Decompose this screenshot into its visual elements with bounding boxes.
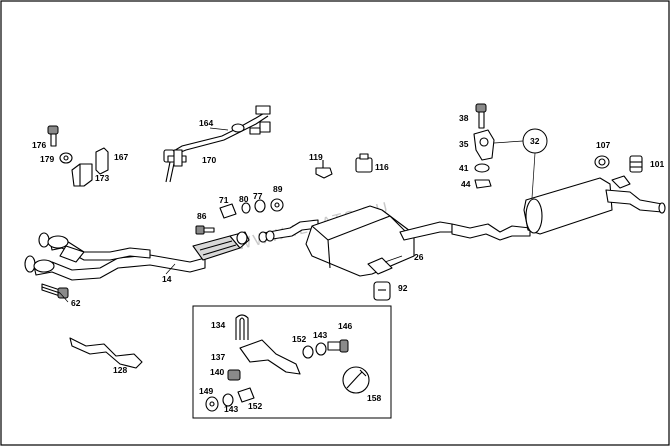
washer-152[interactable] [302, 345, 314, 359]
callout-152a: 152 [292, 334, 306, 344]
callout-62: 62 [71, 298, 81, 308]
rubber-mount-119[interactable] [315, 160, 333, 179]
nut-44[interactable] [474, 179, 492, 189]
clamp-bracket-137[interactable] [239, 339, 301, 375]
bolt-38[interactable] [475, 103, 487, 129]
callout-167: 167 [114, 152, 128, 162]
rubber-mount-116[interactable] [355, 153, 373, 173]
callout-92: 92 [398, 283, 408, 293]
callout-179: 179 [40, 154, 54, 164]
manifold-bolt[interactable] [41, 283, 69, 299]
leader-lines [59, 127, 536, 303]
oxygen-sensor[interactable] [163, 105, 271, 183]
catalytic-converter[interactable] [192, 231, 250, 261]
nut-89[interactable] [270, 198, 284, 212]
callout-32: 32 [530, 136, 540, 146]
washer-149[interactable] [205, 396, 219, 412]
callout-71: 71 [219, 195, 229, 205]
callout-170: 170 [202, 155, 216, 165]
washer-41[interactable] [474, 163, 490, 173]
callout-107: 107 [596, 140, 610, 150]
hanger-35[interactable] [473, 129, 495, 161]
washer-179[interactable] [59, 152, 73, 164]
callout-35: 35 [459, 139, 469, 149]
callout-14: 14 [162, 274, 172, 284]
front-silencer[interactable] [305, 205, 453, 277]
callout-38: 38 [459, 113, 469, 123]
washer-80[interactable] [241, 202, 251, 214]
callout-86: 86 [197, 211, 207, 221]
hardware-inset-box [192, 305, 392, 419]
mounting-bracket[interactable] [71, 147, 109, 187]
rear-silencer[interactable] [451, 175, 666, 241]
callout-128: 128 [113, 365, 127, 375]
callout-labels: 14 26 32 35 38 41 44 62 71 77 80 86 89 9… [32, 113, 664, 414]
rubber-block-92[interactable] [373, 281, 391, 301]
callout-176: 176 [32, 140, 46, 150]
callout-80: 80 [239, 194, 249, 204]
u-bolt-134[interactable] [235, 314, 249, 340]
nut-143-b[interactable] [315, 342, 327, 356]
bolt-176[interactable] [47, 125, 59, 147]
intermediate-pipe[interactable] [258, 219, 319, 243]
callout-119: 119 [309, 152, 323, 162]
callout-152b: 152 [248, 401, 262, 411]
heat-shield-128[interactable] [69, 337, 143, 369]
callout-41: 41 [459, 163, 469, 173]
callout-44: 44 [461, 179, 471, 189]
bolt-146[interactable] [327, 339, 349, 353]
callout-173: 173 [95, 173, 109, 183]
callout-89: 89 [273, 184, 283, 194]
clamp-71[interactable] [219, 203, 237, 219]
nut-140[interactable] [227, 369, 241, 381]
callout-26: 26 [414, 252, 424, 262]
callout-149: 149 [199, 386, 213, 396]
ring-107[interactable] [594, 155, 610, 169]
callout-146: 146 [338, 321, 352, 331]
callout-137: 137 [211, 352, 225, 362]
clamp-152[interactable] [237, 387, 255, 403]
callout-164: 164 [199, 118, 213, 128]
nut-143[interactable] [222, 393, 234, 407]
callout-158: 158 [367, 393, 381, 403]
callout-101: 101 [650, 159, 664, 169]
front-exhaust-pipe[interactable] [24, 232, 206, 281]
tool-158[interactable] [342, 366, 370, 394]
callout-143b: 143 [224, 404, 238, 414]
callout-143a: 143 [313, 330, 327, 340]
callout-134: 134 [211, 320, 225, 330]
rubber-mount-101[interactable] [629, 155, 643, 173]
bolt-86[interactable] [195, 225, 215, 235]
callout-140: 140 [210, 367, 224, 377]
nut-77[interactable] [254, 199, 266, 213]
callout-77: 77 [253, 191, 263, 201]
callout-116: 116 [375, 162, 389, 172]
